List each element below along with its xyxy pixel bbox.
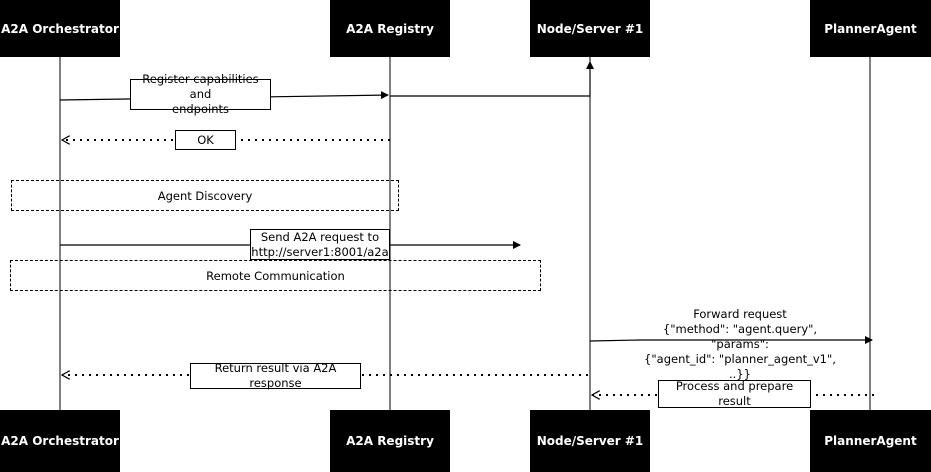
actor-node-top: Node/Server #1 [530, 0, 650, 57]
arrow-forward [589, 336, 873, 344]
frame-remote-communication-label: Remote Communication [206, 268, 345, 283]
actor-registry-top: A2A Registry [330, 0, 450, 57]
actor-planner-top: PlannerAgent [810, 0, 931, 57]
message-register-label: Register capabilities and endpoints [130, 72, 271, 116]
frame-agent-discovery: Agent Discovery [11, 180, 399, 211]
actor-registry-bottom: A2A Registry [330, 410, 450, 472]
message-process-label: Process and prepare result [658, 379, 811, 408]
frame-remote-communication: Remote Communication [10, 260, 541, 291]
actor-orchestrator-top: A2A Orchestrator [0, 0, 120, 57]
message-return-label: Return result via A2A response [190, 361, 361, 390]
frame-agent-discovery-label: Agent Discovery [157, 188, 253, 203]
actor-node-bottom: Node/Server #1 [530, 410, 650, 472]
message-send-label: Send A2A request to http://server1:8001/… [250, 229, 390, 260]
message-forward-label: Forward request {"method": "agent.query"… [644, 307, 836, 381]
arrow-node-register [390, 61, 594, 97]
message-ok-label: OK [175, 130, 236, 150]
actor-planner-bottom: PlannerAgent [810, 410, 931, 472]
actor-orchestrator-bottom: A2A Orchestrator [0, 410, 120, 472]
